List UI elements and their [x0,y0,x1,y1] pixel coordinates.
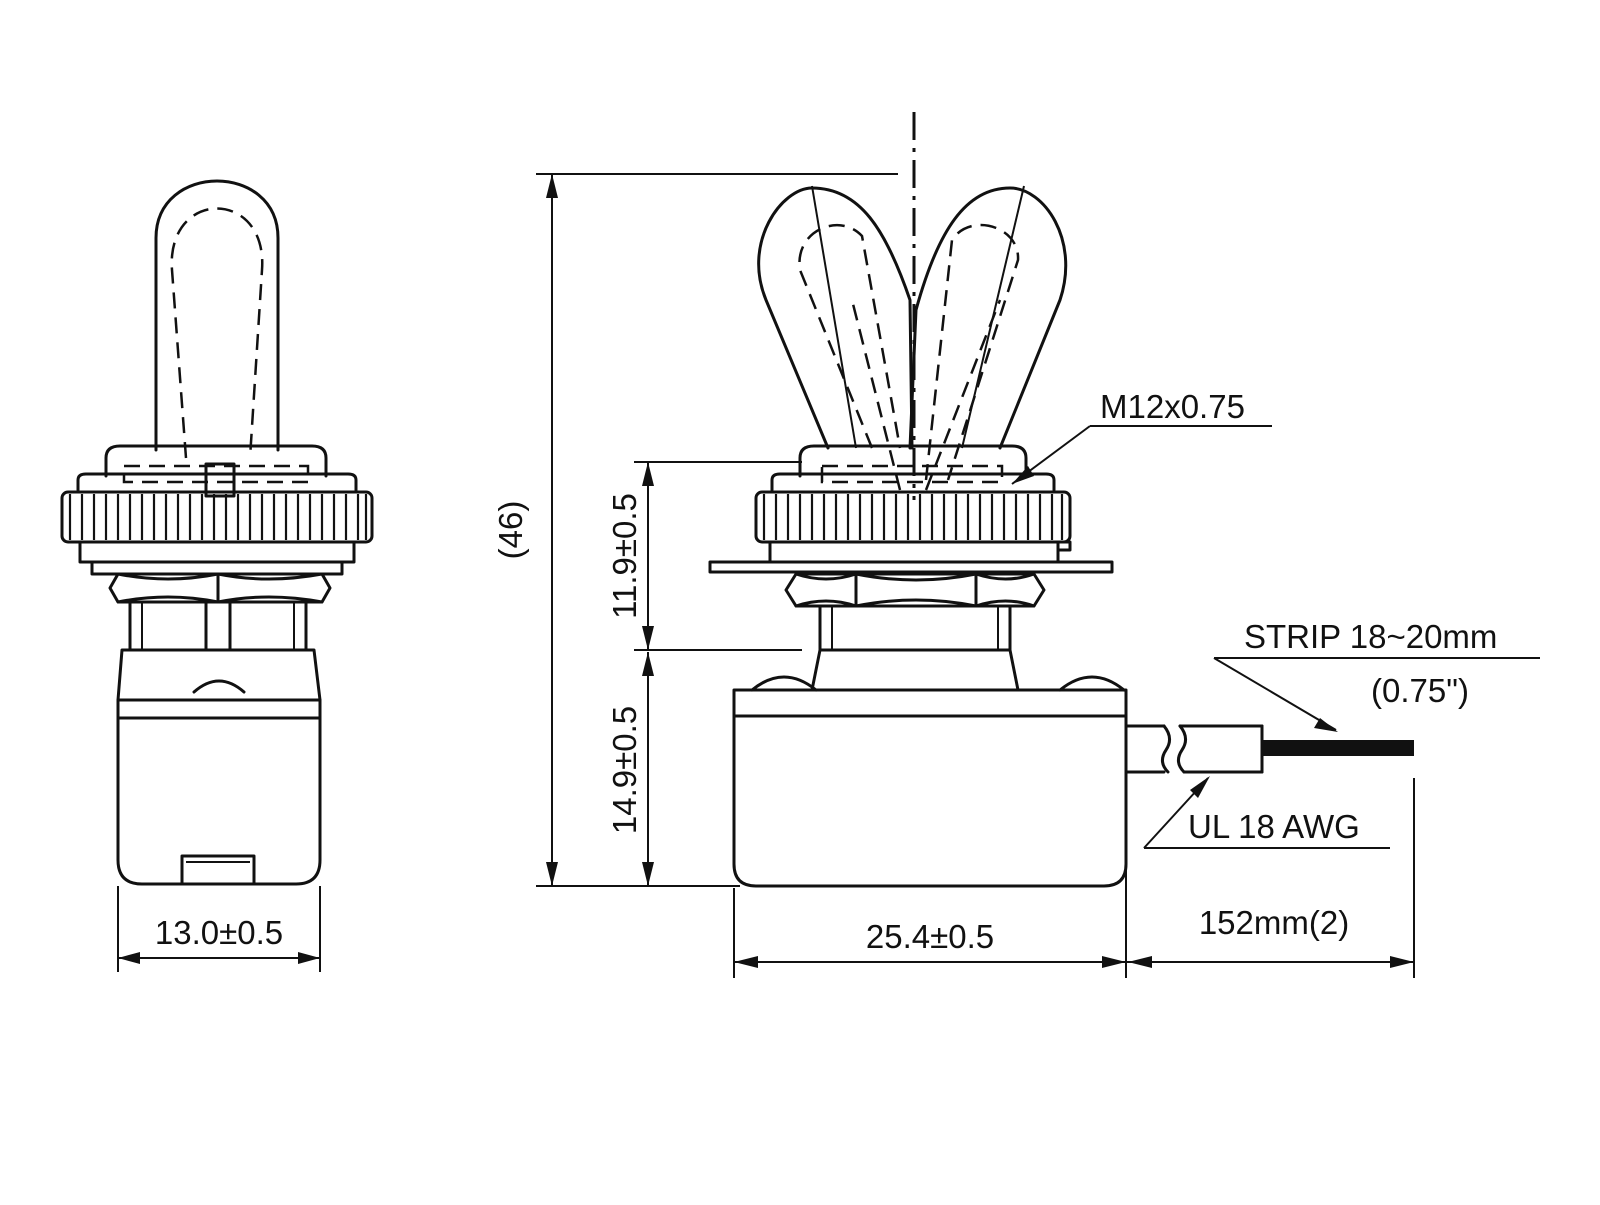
side-knurl-ridges [68,494,368,540]
dim-lower-height: 14.9±0.5 [606,652,654,886]
dim-lead-length: 152mm(2) [1126,778,1415,978]
mounting-panel [708,560,1114,574]
stripped-conductor [1262,740,1414,756]
thread-label: M12x0.75 [1100,388,1245,425]
strip-callout: STRIP 18~20mm (0.75") [1213,618,1540,732]
side-body [116,648,322,886]
dim-overall-height: (46) [492,173,898,887]
lower-height-label: 14.9±0.5 [606,706,643,834]
front-boot-right [908,186,1068,450]
side-width-label: 13.0±0.5 [155,914,283,951]
side-view [60,179,374,886]
lead-length-label: 152mm(2) [1199,904,1349,941]
side-stem-top [204,462,236,498]
side-lever-hidden [170,207,264,459]
upper-height-label: 11.9±0.5 [606,493,643,619]
thread-callout: M12x0.75 [1011,388,1272,485]
dim-side-width: 13.0±0.5 [117,886,321,972]
strip-inch-label: (0.75") [1371,672,1469,709]
front-body [732,688,1128,888]
side-washer [78,540,356,564]
gauge-callout: UL 18 AWG [1143,776,1390,849]
front-knurl-ridges [762,494,1064,540]
side-knurl-nut [60,490,374,544]
dim-body-width: 25.4±0.5 [733,740,1127,978]
wire-gauge-label: UL 18 AWG [1188,808,1360,845]
side-boot-flange [104,444,328,478]
side-slot [180,854,256,886]
front-view [708,112,1128,888]
dim-upper-height: 11.9±0.5 [606,461,802,651]
strip-label: STRIP 18~20mm [1244,618,1497,655]
body-width-label: 25.4±0.5 [866,918,994,955]
front-boot-left [757,186,914,450]
wire-lead [1124,724,1414,774]
side-boot [154,179,280,452]
front-boot-flange [798,444,1028,478]
overall-height-label: (46) [492,501,529,560]
